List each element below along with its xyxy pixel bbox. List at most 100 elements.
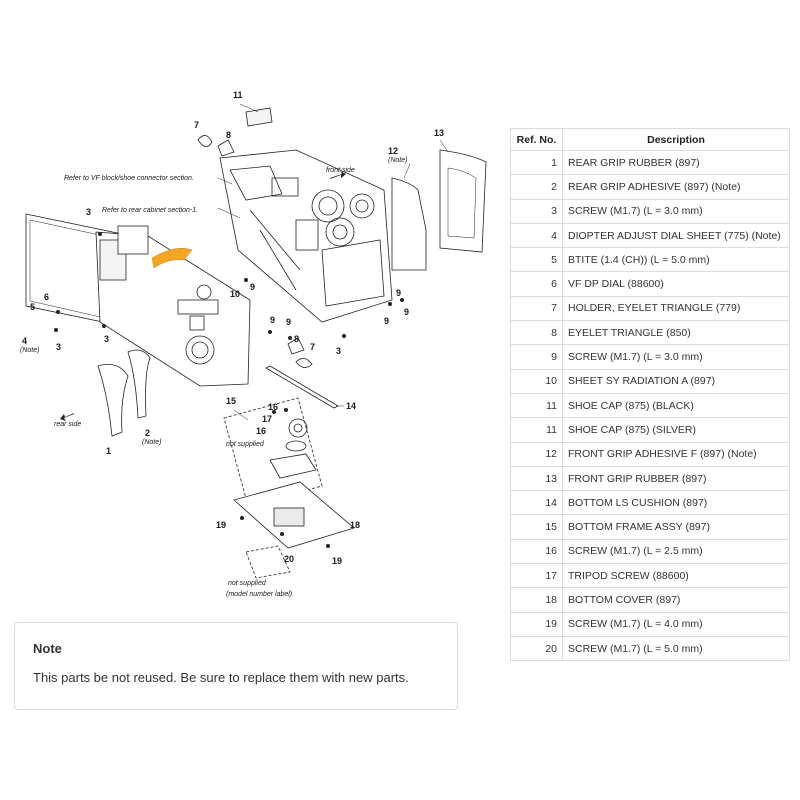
callout-3: 3 [56, 342, 61, 352]
callout-14: 14 [346, 401, 356, 411]
ref-no-cell: 12 [510, 441, 563, 467]
note-text: This parts be not reused. Be sure to rep… [33, 670, 409, 685]
callout-9: 9 [250, 282, 255, 292]
note-4-label: (Note) [20, 347, 39, 354]
front-grip-adhesive [391, 177, 427, 271]
description-cell: SHEET SY RADIATION A (897) [562, 368, 790, 394]
ref-no-cell: 13 [510, 465, 563, 492]
description-cell: SHOE CAP (875) (BLACK) [562, 392, 790, 419]
description-cell: SHOE CAP (875) (SILVER) [562, 417, 790, 443]
description-cell: REAR GRIP RUBBER (897) [562, 149, 790, 176]
mode-dial [311, 189, 345, 223]
callout-6: 6 [44, 292, 49, 302]
ref-no-cell: 15 [510, 514, 563, 540]
table-header-row: Ref. No. Description [510, 128, 790, 151]
callout-18: 18 [350, 520, 360, 530]
callout-5: 5 [30, 302, 35, 312]
ref-no-cell: 2 [510, 174, 563, 200]
callout-16: 16 [256, 426, 266, 436]
callout-15: 15 [226, 396, 236, 406]
callout-13: 13 [434, 128, 444, 138]
ref-no-cell: 18 [510, 587, 563, 613]
ref-no-cell: 6 [510, 271, 563, 297]
description-cell: FRONT GRIP RUBBER (897) [562, 465, 790, 492]
exploded-parts-diagram: 1 2 3 3 3 3 4 5 6 7 7 8 8 9 9 9 9 9 9 10… [20, 90, 487, 598]
description-cell: HOLDER, EYELET TRIANGLE (779) [562, 295, 790, 322]
control-dial [185, 335, 215, 365]
ref-no-cell: 20 [510, 635, 563, 662]
not-supplied-label: not supplied [226, 441, 265, 448]
callout-10: 10 [230, 289, 240, 299]
callout-3: 3 [86, 207, 91, 217]
callout-7: 7 [310, 342, 315, 352]
shutter-button [349, 193, 375, 219]
callout-20: 20 [284, 554, 294, 564]
note-title: Note [33, 641, 62, 656]
ref-no-cell: 5 [510, 247, 563, 273]
ref-no-cell: 8 [510, 320, 563, 346]
description-cell: BTITE (1.4 (CH)) (L = 5.0 mm) [562, 247, 790, 273]
flex-cable [151, 248, 193, 269]
note-box: Note This parts be not reused. Be sure t… [14, 622, 458, 710]
ref-no-cell: 7 [510, 295, 563, 322]
front-side-label: front side [326, 167, 355, 174]
ref-no-cell: 3 [510, 198, 563, 224]
callout-4: 4 [22, 336, 27, 346]
refer-vf-label: Refer to VF block/shoe connector section… [64, 175, 194, 182]
ref-no-cell: 17 [510, 563, 563, 589]
callout-7: 7 [194, 120, 199, 130]
ref-no-cell: 11 [510, 392, 563, 419]
callout-9: 9 [404, 307, 409, 317]
callout-1: 1 [106, 446, 111, 456]
front-grip-rubber [439, 149, 487, 253]
description-cell: SCREW (M1.7) (L = 5.0 mm) [562, 635, 790, 662]
ref-no-header: Ref. No. [510, 128, 563, 151]
description-header: Description [562, 128, 790, 151]
callout-3: 3 [336, 346, 341, 356]
rear-grip-adhesive [127, 349, 151, 419]
rear-side-label: rear side [54, 421, 81, 428]
ref-no-cell: 14 [510, 490, 563, 516]
callout-2: 2 [145, 428, 150, 438]
callout-9: 9 [384, 316, 389, 326]
callout-19: 19 [216, 520, 226, 530]
callout-19: 19 [332, 556, 342, 566]
ref-no-cell: 16 [510, 538, 563, 565]
ref-no-cell: 1 [510, 149, 563, 176]
callout-9: 9 [286, 317, 291, 327]
description-cell: BOTTOM COVER (897) [562, 587, 790, 613]
description-cell: SCREW (M1.7) (L = 3.0 mm) [562, 198, 790, 224]
ref-no-cell: 9 [510, 344, 563, 370]
refer-rear-label: Refer to rear cabinet section-1. [102, 207, 198, 214]
callout-8: 8 [226, 130, 231, 140]
callout-11: 11 [233, 90, 243, 100]
ref-no-cell: 11 [510, 417, 563, 443]
note-2-label: (Note) [142, 439, 161, 446]
description-cell: SCREW (M1.7) (L = 3.0 mm) [562, 344, 790, 370]
description-cell: BOTTOM FRAME ASSY (897) [562, 514, 790, 540]
description-cell: EYELET TRIANGLE (850) [562, 320, 790, 346]
description-cell: VF DP DIAL (88600) [562, 271, 790, 297]
description-cell: FRONT GRIP ADHESIVE F (897) (Note) [562, 441, 790, 467]
tripod-screw [288, 418, 308, 438]
note-12-label: (Note) [388, 157, 407, 164]
